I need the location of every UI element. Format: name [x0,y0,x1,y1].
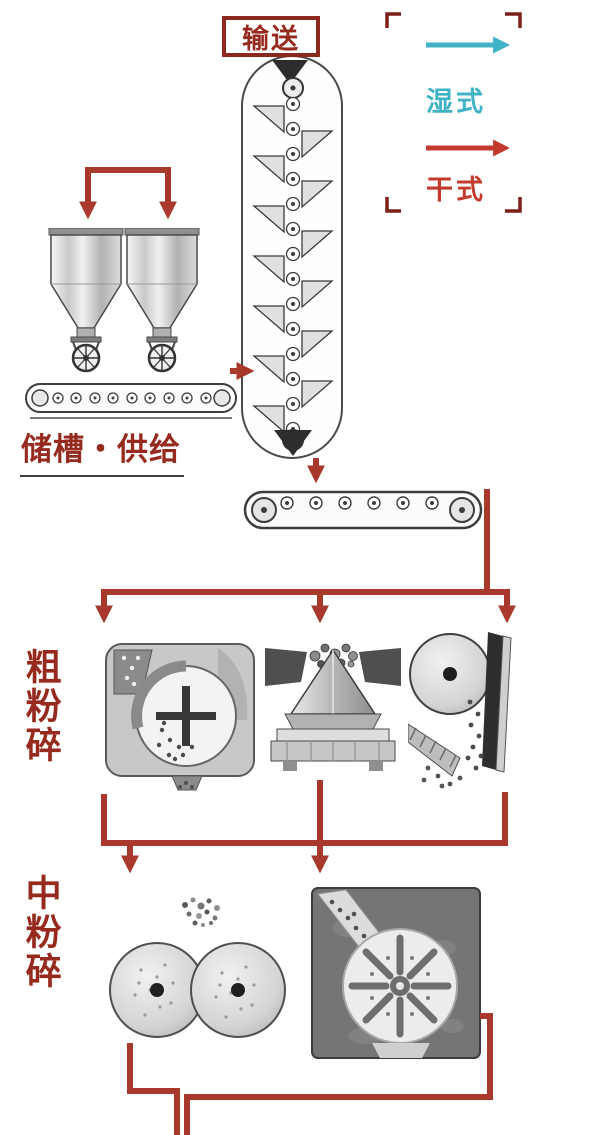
double-roll-crusher-icon [109,897,286,1038]
wet-process-label: 湿式 [426,87,486,117]
feed-conveyor-illustration [24,378,238,427]
feed-particles [182,897,220,927]
belt-conveyor-icon [25,383,237,419]
conveying-label-box: 输送 [222,16,320,57]
storage-hopper-left-illustration [47,227,125,385]
elevator-buckets [252,105,334,434]
storage-hopper-right-illustration [123,227,201,385]
connector-feed-to-hoppers [79,167,177,220]
bucket-elevator-icon [241,55,343,459]
rock-particles [309,643,358,668]
disc-mill-icon [311,887,481,1059]
spoked-wheel-icon [71,343,101,373]
coarse-crushing-label: 粗粉碎 [20,648,61,765]
medium-crusher-disc-mill-illustration [310,884,482,1069]
bucket-elevator-illustration [238,52,348,469]
storage-supply-label: 储槽・供给 [20,424,184,477]
dry-process-label: 干式 [426,175,486,205]
medium-crusher-double-roll-illustration [105,895,290,1050]
roll-crusher-icon [407,632,512,789]
conveying-label: 输送 [242,24,300,54]
transfer-conveyor-illustration [243,490,483,535]
cone-crusher-icon [265,643,401,771]
hopper-icon [124,227,200,373]
gyratory-crusher-icon [105,643,255,791]
coarse-crusher-roll-illustration [407,628,518,798]
coarse-crusher-cone-illustration [263,636,403,783]
spoked-wheel-icon [147,343,177,373]
hopper-icon [48,227,124,373]
coarse-crusher-gyratory-illustration [100,628,260,801]
medium-crushing-label: 中粉碎 [20,874,61,991]
belt-conveyor-icon [243,490,483,530]
